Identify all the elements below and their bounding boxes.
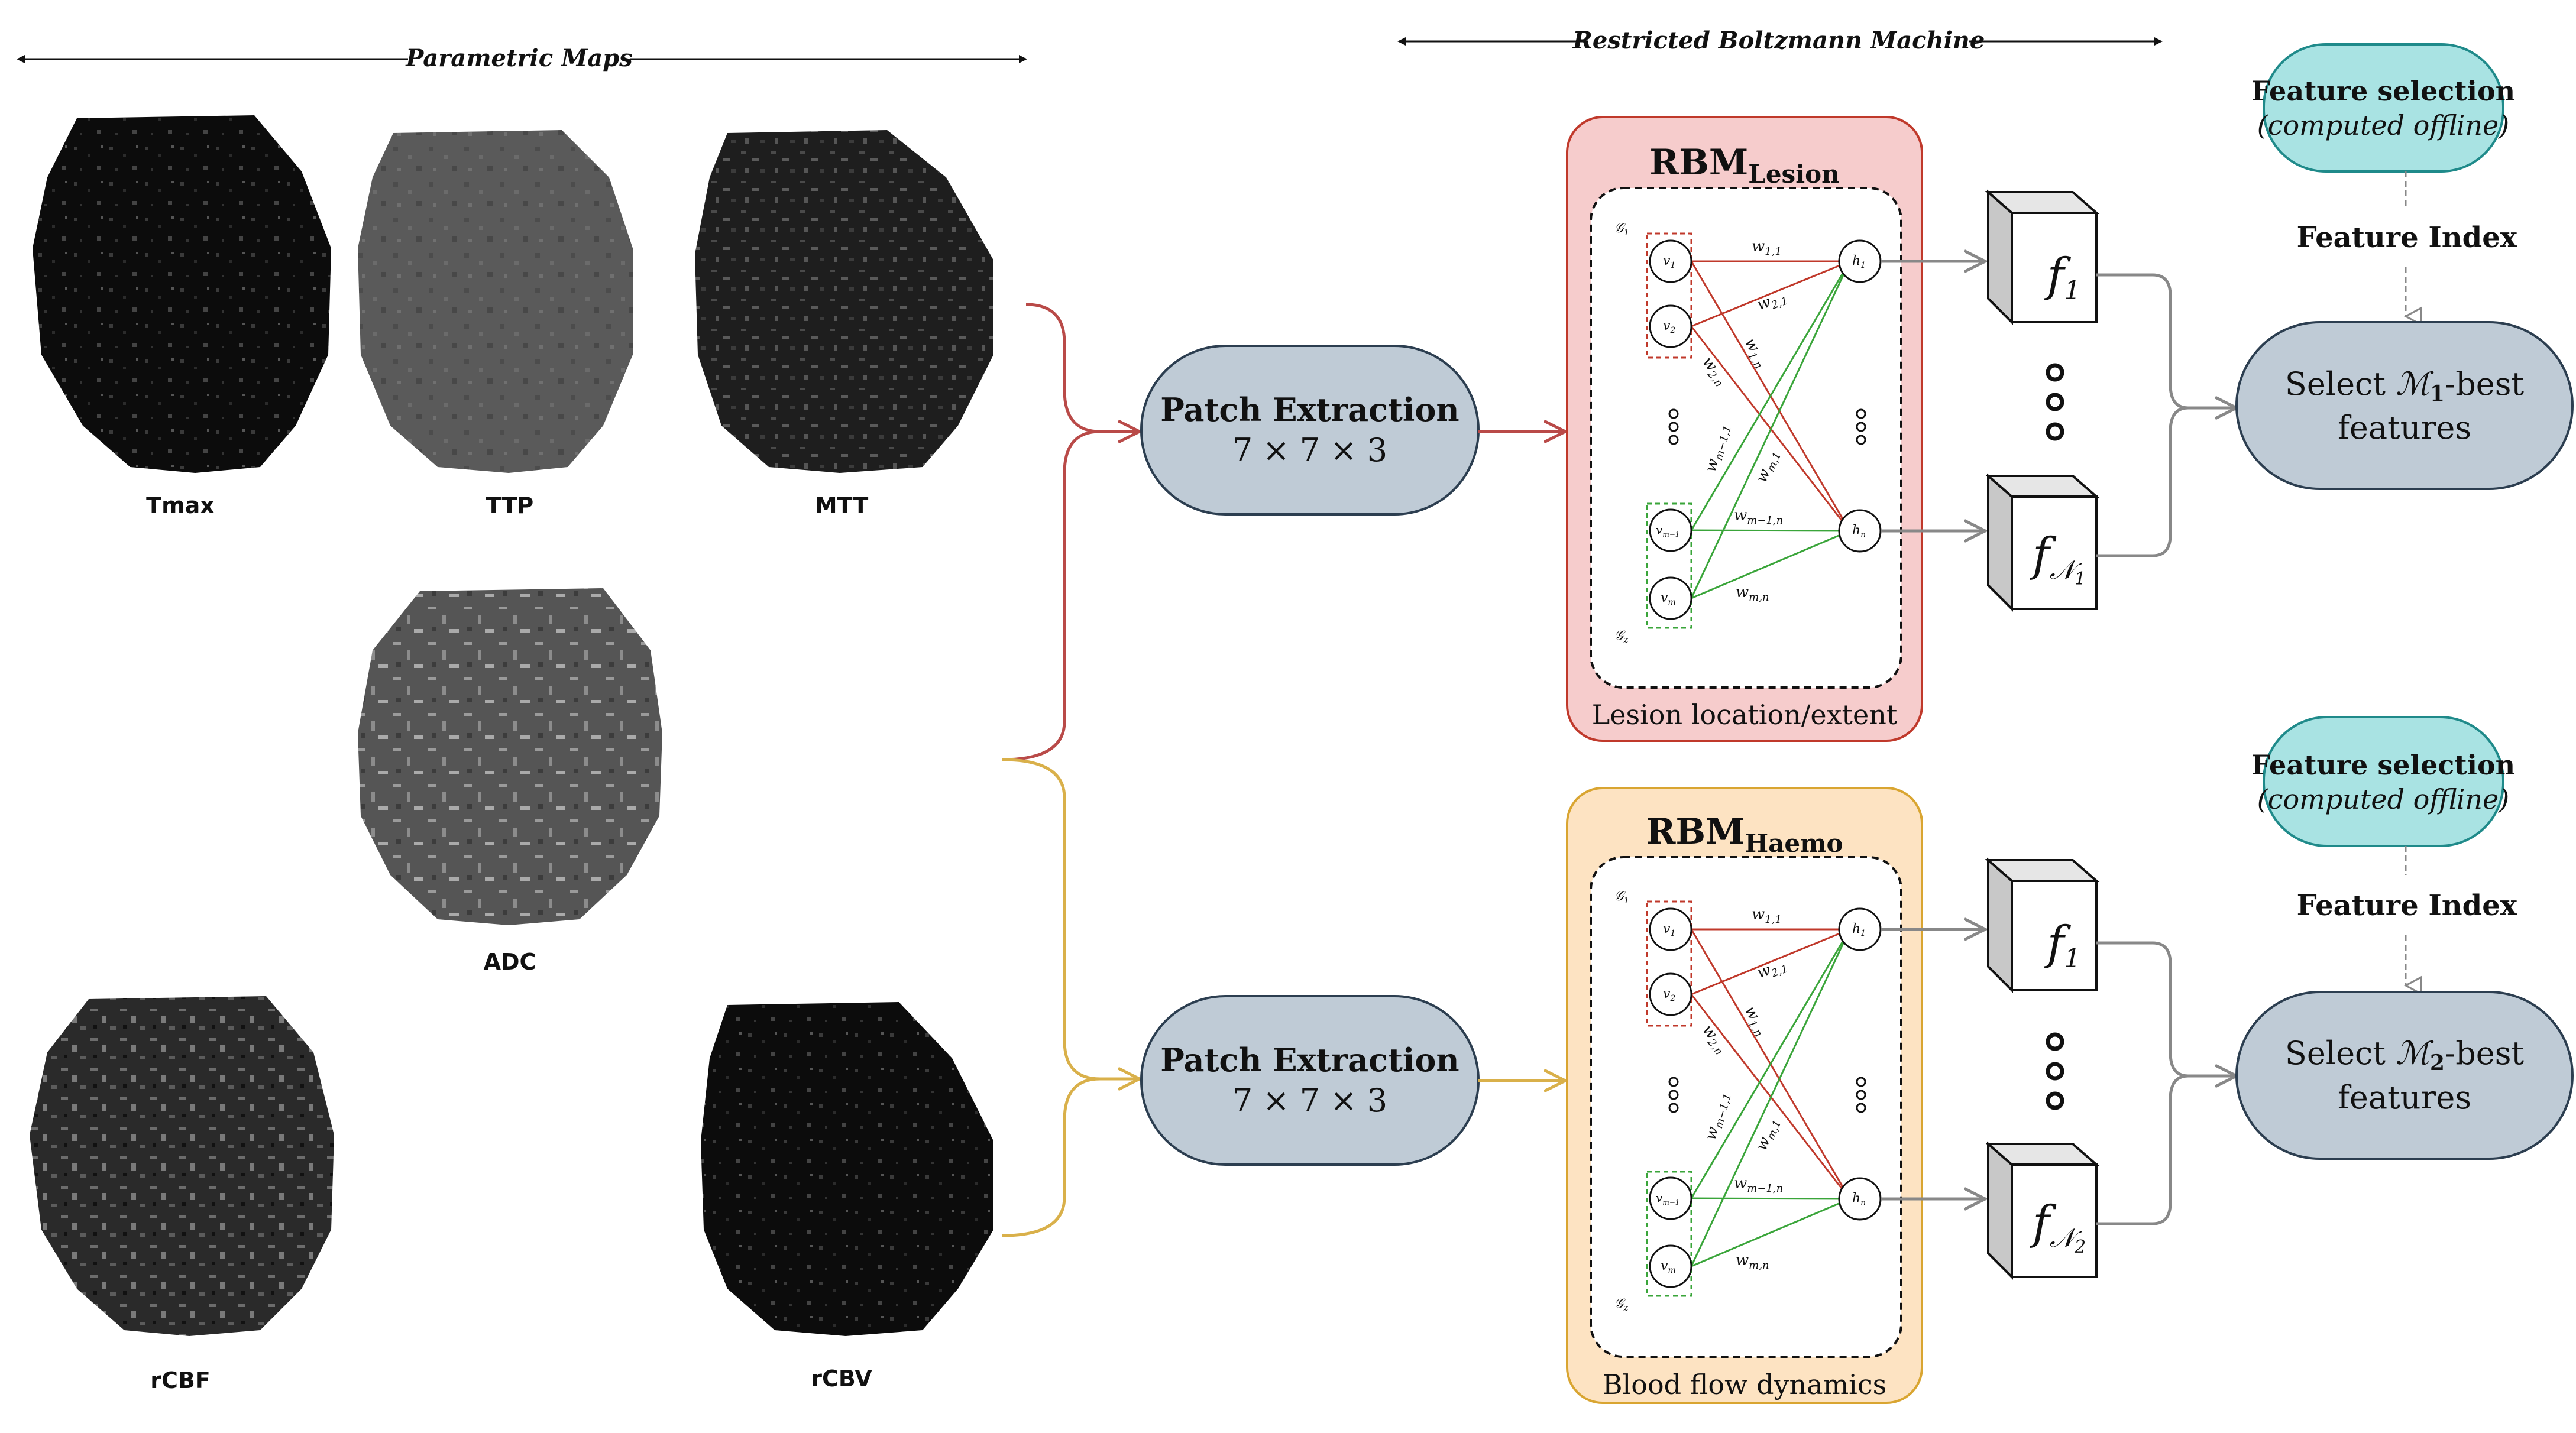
map-rcbf: rCBF — [30, 996, 334, 1393]
svg-text:𝒢z: 𝒢z — [1614, 1296, 1629, 1313]
rbm-title: Restricted Boltzmann Machine — [1572, 27, 1985, 54]
patch-label-top: Patch Extraction — [1160, 391, 1459, 429]
map-mtt: MTT — [695, 130, 993, 518]
svg-text:f1: f1 — [2044, 917, 2081, 974]
svg-text:hn: hn — [1852, 523, 1866, 540]
feature-index-bottom: Feature Index — [2297, 889, 2517, 922]
svg-text:RBMLesion: RBMLesion — [1649, 142, 1839, 189]
svg-text:v1: v1 — [1663, 922, 1675, 938]
map-tmax: Tmax — [33, 115, 331, 518]
label-rcbf: rCBF — [150, 1367, 211, 1393]
svg-text:Select ℳ1-best: Select ℳ1-best — [2285, 365, 2525, 406]
rbm-lesion-subtitle: Lesion — [1748, 160, 1839, 189]
brain-image-adc — [358, 588, 662, 925]
svg-text:vm: vm — [1661, 591, 1676, 607]
brain-image-rcbf — [30, 996, 334, 1336]
svg-text:𝒢1: 𝒢1 — [1614, 221, 1629, 238]
patch-extraction-top: Patch Extraction 7 × 7 × 3 — [1140, 345, 1480, 516]
feature-index-top: Feature Index — [2297, 221, 2517, 254]
rbm-haemo-subtitle: Haemo — [1745, 829, 1843, 858]
feature-dots-top — [2046, 363, 2064, 441]
label-mtt: MTT — [815, 492, 869, 518]
svg-text:hn: hn — [1852, 1191, 1866, 1208]
svg-text:wm,n: wm,n — [1736, 1252, 1769, 1272]
svg-text:f𝒩2: f𝒩2 — [2030, 1197, 2086, 1257]
label-rcbv: rCBV — [811, 1366, 872, 1392]
feature-dots-bottom — [2046, 1032, 2064, 1110]
rbm-lesion-block: RBMLesion Lesion location/extent — [1566, 116, 1923, 742]
yellow-bracket — [1002, 758, 1138, 1237]
svg-text:w1,1: w1,1 — [1752, 238, 1782, 258]
patch-label-bottom: Patch Extraction — [1160, 1041, 1459, 1079]
svg-text:wm,n: wm,n — [1736, 583, 1769, 604]
brain-image-rcbv — [701, 1002, 993, 1336]
feature-cube-top-1: f1 — [1985, 189, 2100, 325]
svg-text:h1: h1 — [1852, 254, 1866, 270]
svg-text:𝒢1: 𝒢1 — [1614, 889, 1629, 906]
patch-extraction-bottom: Patch Extraction 7 × 7 × 3 — [1140, 995, 1480, 1166]
brain-image-ttp — [358, 130, 633, 473]
network-haemo: 𝒢1 𝒢z v1 v2 vm−1 vm h1 hn w1,1 w2,1 w1,n… — [1614, 889, 1882, 1313]
svg-text:h1: h1 — [1852, 922, 1866, 938]
rbm-lesion-title: RBM — [1649, 142, 1748, 183]
svg-text:v1: v1 — [1663, 254, 1675, 270]
network-edges — [1690, 260, 1851, 599]
brain-image-tmax — [33, 115, 331, 473]
selection-top: Feature selection (computed offline) Fea… — [2235, 43, 2574, 490]
svg-text:𝒢z: 𝒢z — [1614, 628, 1629, 645]
svg-text:Select ℳ2-best: Select ℳ2-best — [2285, 1035, 2525, 1075]
svg-text:RBMHaemo: RBMHaemo — [1646, 811, 1843, 858]
map-ttp: TTP — [358, 130, 633, 518]
svg-text:vm−1: vm−1 — [1656, 523, 1679, 539]
svg-text:v2: v2 — [1663, 987, 1675, 1003]
label-ttp: TTP — [486, 492, 534, 518]
red-bracket — [1002, 303, 1138, 761]
map-rcbv: rCBV — [701, 1002, 993, 1392]
merge-lines-bottom — [2096, 941, 2235, 1225]
label-tmax: Tmax — [146, 492, 215, 518]
feature-cube-top-n: f𝒩1 — [1985, 473, 2100, 612]
svg-text:w1,1: w1,1 — [1752, 906, 1782, 926]
label-adc: ADC — [484, 949, 536, 975]
parametric-maps-header: Parametric Maps — [17, 44, 1027, 72]
svg-text:v2: v2 — [1663, 319, 1675, 335]
parametric-maps-title: Parametric Maps — [405, 44, 632, 72]
network-edges — [1690, 928, 1851, 1267]
patch-size-bottom: 7 × 7 × 3 — [1232, 1082, 1387, 1119]
brain-image-mtt — [695, 130, 993, 473]
selection-bottom: Feature selection (computed offline) Fea… — [2235, 716, 2574, 1160]
svg-text:features: features — [2338, 409, 2471, 446]
rbm-haemo-title: RBM — [1646, 811, 1745, 852]
feature-selection-title-bottom: Feature selection — [2251, 749, 2515, 781]
feature-selection-title-top: Feature selection — [2251, 75, 2515, 107]
rbm-header: Restricted Boltzmann Machine — [1397, 27, 2163, 54]
arrows-to-features — [1881, 261, 1984, 1199]
svg-text:wm−1,n: wm−1,n — [1734, 507, 1783, 527]
feature-cube-bottom-1: f1 — [1985, 857, 2100, 993]
svg-text:features: features — [2338, 1079, 2471, 1116]
map-adc: ADC — [358, 588, 662, 975]
svg-text:wm−1,n: wm−1,n — [1734, 1175, 1783, 1195]
svg-text:vm: vm — [1661, 1259, 1676, 1275]
feature-selection-note-top: (computed offline) — [2257, 109, 2509, 141]
merge-lines-top — [2096, 273, 2235, 557]
rbm-lesion-caption: Lesion location/extent — [1592, 699, 1898, 731]
svg-text:vm−1: vm−1 — [1656, 1191, 1679, 1207]
patch-size-top: 7 × 7 × 3 — [1232, 432, 1387, 469]
rbm-haemo-caption: Blood flow dynamics — [1603, 1369, 1887, 1400]
feature-cube-bottom-n: f𝒩2 — [1985, 1141, 2100, 1280]
feature-selection-note-bottom: (computed offline) — [2257, 783, 2509, 815]
